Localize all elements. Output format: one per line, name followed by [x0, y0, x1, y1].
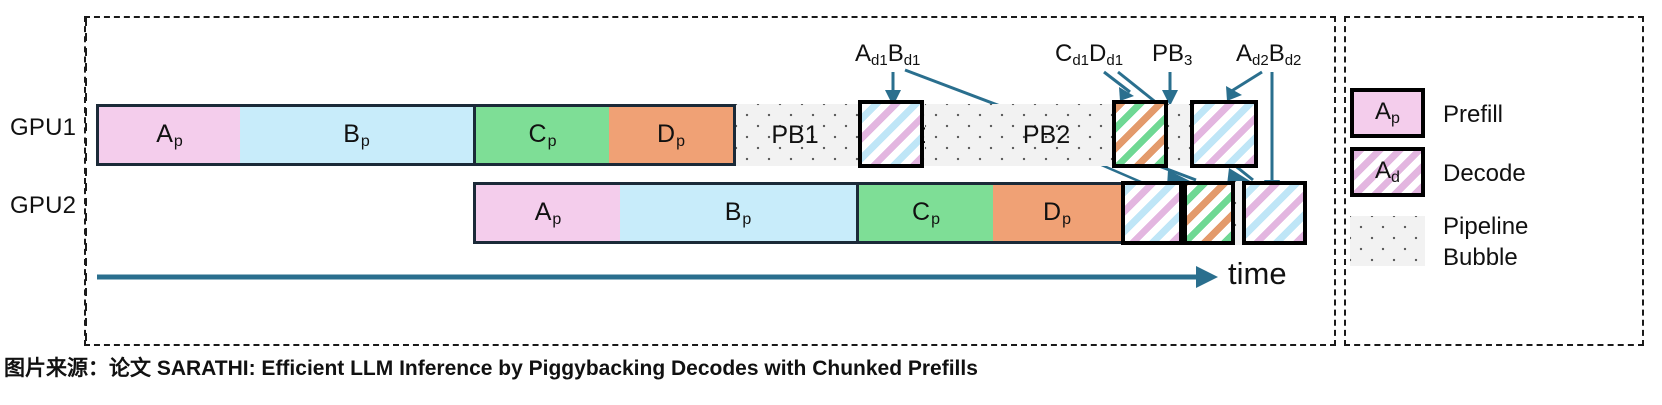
- gpu2-bp-label: B: [724, 197, 742, 226]
- annotation-ad1bd1-b-sub: d1: [903, 52, 921, 69]
- gpu2-dp-label: D: [1043, 197, 1062, 226]
- legend-label-decode: Decode: [1443, 160, 1526, 187]
- gpu1-prefill-a: Ap: [99, 107, 240, 163]
- pb1-text: PB: [771, 120, 805, 149]
- gpu1-prefill-divider: [473, 104, 476, 166]
- row-label-gpu2: GPU2: [10, 192, 77, 219]
- pb1-sub: 1: [804, 120, 819, 149]
- annotation-ad1bd1: Ad1Bd1: [855, 40, 920, 69]
- annotation-ad2bd2-b-sub: d2: [1284, 52, 1302, 69]
- gpu1-decode-ad1bd1: [858, 100, 924, 168]
- legend-label-bubble-line1: Pipeline: [1443, 213, 1529, 240]
- legend-swatch-prefill: Ap: [1350, 88, 1425, 138]
- annotation-pb3-text: PB: [1152, 40, 1185, 67]
- gpu2-dp-sub: p: [1062, 210, 1071, 228]
- gpu1-ap-label: A: [156, 119, 173, 148]
- gpu1-decode-ad2bd2: [1190, 100, 1258, 168]
- pb2-sub: 2: [1056, 120, 1071, 149]
- annotation-ad1bd1-b: B: [887, 40, 904, 67]
- gpu1-decode-cd1dd1: [1112, 100, 1168, 168]
- gpu2-prefill-d: Dp: [993, 185, 1121, 241]
- gpu1-ap-sub: p: [173, 132, 183, 150]
- annotation-cd1dd1-d-sub: d1: [1106, 52, 1124, 69]
- gpu1-pb1-segment: PB1: [736, 104, 854, 166]
- legend-decode-sub: d: [1391, 169, 1400, 186]
- gpu2-prefill-a: Ap: [476, 185, 620, 241]
- gpu1-bp-sub: p: [360, 132, 370, 150]
- annotation-ad1bd1-a: A: [855, 40, 872, 67]
- gpu2-bp-sub: p: [742, 210, 752, 228]
- gpu2-ap-label: A: [534, 197, 552, 226]
- gpu1-cp-label: C: [528, 119, 547, 148]
- gpu2-prefill-b: Bp: [620, 185, 856, 241]
- gpu1-cp-sub: p: [547, 132, 557, 150]
- legend-swatch-decode: Ad: [1350, 147, 1425, 197]
- legend-swatch-bubble: [1350, 216, 1425, 266]
- annotation-cd1dd1-c-sub: d1: [1072, 52, 1090, 69]
- gpu2-prefill-divider: [856, 182, 859, 244]
- legend-label-bubble-line2: Bubble: [1443, 244, 1518, 271]
- annotation-ad2bd2-b: B: [1268, 40, 1285, 67]
- gpu1-prefill-bar: [96, 104, 736, 166]
- gpu1-dp-label: D: [657, 119, 676, 148]
- time-axis-label: time: [1228, 256, 1287, 291]
- legend-prefill-base: A: [1375, 98, 1392, 125]
- gpu2-decode-ad2bd2: [1242, 181, 1307, 245]
- annotation-ad2bd2-a: A: [1236, 40, 1253, 67]
- gpu2-cp-label: C: [912, 197, 931, 226]
- gpu2-cp-sub: p: [931, 210, 940, 228]
- annotation-pb3: PB3: [1152, 40, 1192, 69]
- gpu1-prefill-b: Bp: [240, 107, 473, 163]
- annotation-cd1dd1: Cd1Dd1: [1055, 40, 1123, 69]
- annotation-ad2bd2: Ad2Bd2: [1236, 40, 1301, 69]
- legend-decode-base: A: [1375, 157, 1392, 184]
- gpu1-dp-sub: p: [676, 132, 685, 150]
- gpu1-pipeline-bubble-3: [1168, 104, 1190, 166]
- gpu1-bp-label: B: [343, 119, 360, 148]
- legend-label-prefill: Prefill: [1443, 101, 1504, 128]
- gpu2-ap-sub: p: [552, 210, 562, 228]
- annotation-ad2bd2-a-sub: d2: [1252, 52, 1269, 69]
- annotation-cd1dd1-c: C: [1055, 40, 1073, 67]
- gpu2-decode-cd1dd1: [1183, 181, 1235, 245]
- legend-frame: [1344, 16, 1644, 346]
- source-caption: 图片来源：论文 SARATHI: Efficient LLM Inference…: [4, 357, 978, 380]
- pb2-text: PB: [1022, 120, 1057, 149]
- gpu2-prefill-c: Cp: [859, 185, 993, 241]
- annotation-cd1dd1-d: D: [1089, 40, 1107, 67]
- gpu1-prefill-d: Dp: [609, 107, 733, 163]
- row-label-gpu1: GPU1: [10, 114, 77, 141]
- gpu1-prefill-c: Cp: [476, 107, 609, 163]
- annotation-pb3-sub: 3: [1184, 52, 1193, 69]
- legend-prefill-sub: p: [1391, 110, 1400, 127]
- annotation-ad1bd1-a-sub: d1: [871, 52, 888, 69]
- gpu2-decode-ad1bd1: [1121, 181, 1183, 245]
